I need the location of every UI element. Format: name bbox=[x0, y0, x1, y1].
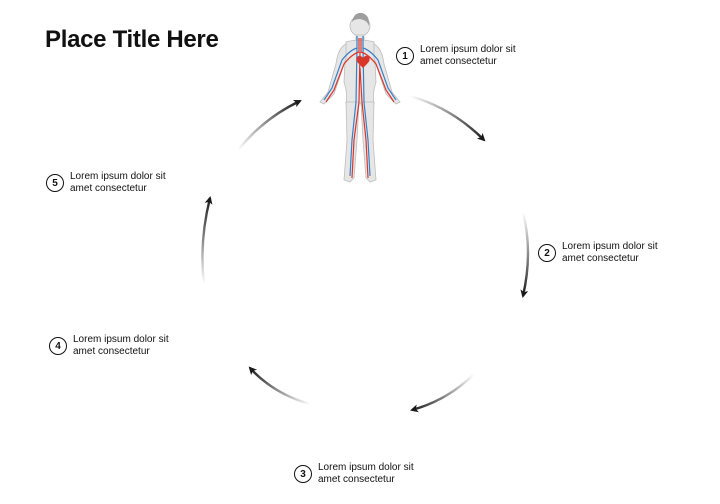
arteries bbox=[325, 38, 395, 179]
heart-icon bbox=[356, 55, 370, 68]
step-label-line1: Lorem ipsum dolor sit bbox=[318, 462, 414, 473]
step-5: 5 Lorem ipsum dolor sit amet consectetur bbox=[46, 171, 166, 195]
cycle-arrow-3 bbox=[410, 373, 475, 413]
human-circulatory-system-icon bbox=[306, 8, 414, 188]
step-label-line2: amet consectetur bbox=[73, 346, 150, 357]
step-3: 3 Lorem ipsum dolor sit amet consectetur bbox=[294, 462, 414, 486]
step-label: Lorem ipsum dolor sit amet consectetur bbox=[70, 171, 166, 195]
step-number-badge: 1 bbox=[396, 47, 414, 65]
page-title: Place Title Here bbox=[45, 26, 219, 53]
step-label-line1: Lorem ipsum dolor sit bbox=[73, 334, 169, 345]
step-label: Lorem ipsum dolor sit amet consectetur bbox=[562, 241, 658, 265]
cycle-arrow-5 bbox=[201, 196, 213, 285]
step-number-badge: 3 bbox=[294, 465, 312, 483]
step-label-line2: amet consectetur bbox=[420, 56, 497, 67]
step-2: 2 Lorem ipsum dolor sit amet consectetur bbox=[538, 241, 658, 265]
step-label-line2: amet consectetur bbox=[318, 474, 395, 485]
cycle-arrow-2 bbox=[520, 211, 530, 298]
step-label: Lorem ipsum dolor sit amet consectetur bbox=[420, 44, 516, 68]
step-number-badge: 4 bbox=[49, 337, 67, 355]
body-silhouette bbox=[319, 12, 401, 183]
step-label: Lorem ipsum dolor sit amet consectetur bbox=[73, 334, 169, 358]
step-label-line2: amet consectetur bbox=[562, 253, 639, 264]
step-4: 4 Lorem ipsum dolor sit amet consectetur bbox=[49, 334, 169, 358]
cycle-arrow-6 bbox=[237, 99, 302, 151]
cycle-arrow-4 bbox=[248, 366, 311, 406]
step-number-badge: 2 bbox=[538, 244, 556, 262]
step-label-line1: Lorem ipsum dolor sit bbox=[420, 44, 516, 55]
step-label-line2: amet consectetur bbox=[70, 183, 147, 194]
step-number-badge: 5 bbox=[46, 174, 64, 192]
step-label-line1: Lorem ipsum dolor sit bbox=[562, 241, 658, 252]
step-label-line1: Lorem ipsum dolor sit bbox=[70, 171, 166, 182]
step-label: Lorem ipsum dolor sit amet consectetur bbox=[318, 462, 414, 486]
cycle-arrow-1 bbox=[409, 94, 486, 142]
step-1: 1 Lorem ipsum dolor sit amet consectetur bbox=[396, 44, 516, 68]
veins bbox=[323, 36, 397, 177]
